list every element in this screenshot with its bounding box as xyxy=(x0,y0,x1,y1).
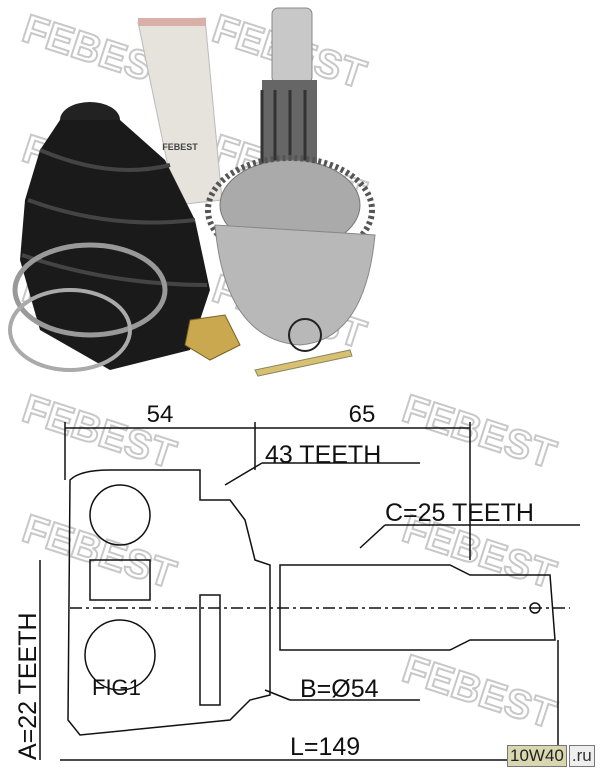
site-badge: 10W40.ru xyxy=(507,744,595,767)
label-a-teeth: A=22 TEETH xyxy=(14,612,42,760)
label-b-diameter: B=Ø54 xyxy=(300,675,379,703)
dimension-65: 65 xyxy=(349,401,376,428)
technical-drawing xyxy=(39,422,580,765)
label-c-teeth: C=25 TEETH xyxy=(385,499,534,527)
cv-boot xyxy=(8,102,210,372)
dimension-54: 54 xyxy=(147,401,174,428)
watermark-logo: FEBEST xyxy=(397,647,561,738)
watermark-logo: FEBEST xyxy=(397,387,561,478)
cv-joint xyxy=(184,7,376,377)
drawing-labels: 54 65 43 TEETH C=25 TEETH FIG1 B=Ø54 L=1… xyxy=(14,401,534,761)
site-badge-main: 10W40 xyxy=(507,744,567,767)
label-length: L=149 xyxy=(290,733,360,761)
tube-label: FEBEST xyxy=(162,142,198,152)
site-badge-suffix: .ru xyxy=(568,744,595,767)
watermark-logo: FEBEST xyxy=(17,507,181,598)
label-fig1: FIG1 xyxy=(92,675,141,700)
label-43-teeth: 43 TEETH xyxy=(265,441,381,469)
